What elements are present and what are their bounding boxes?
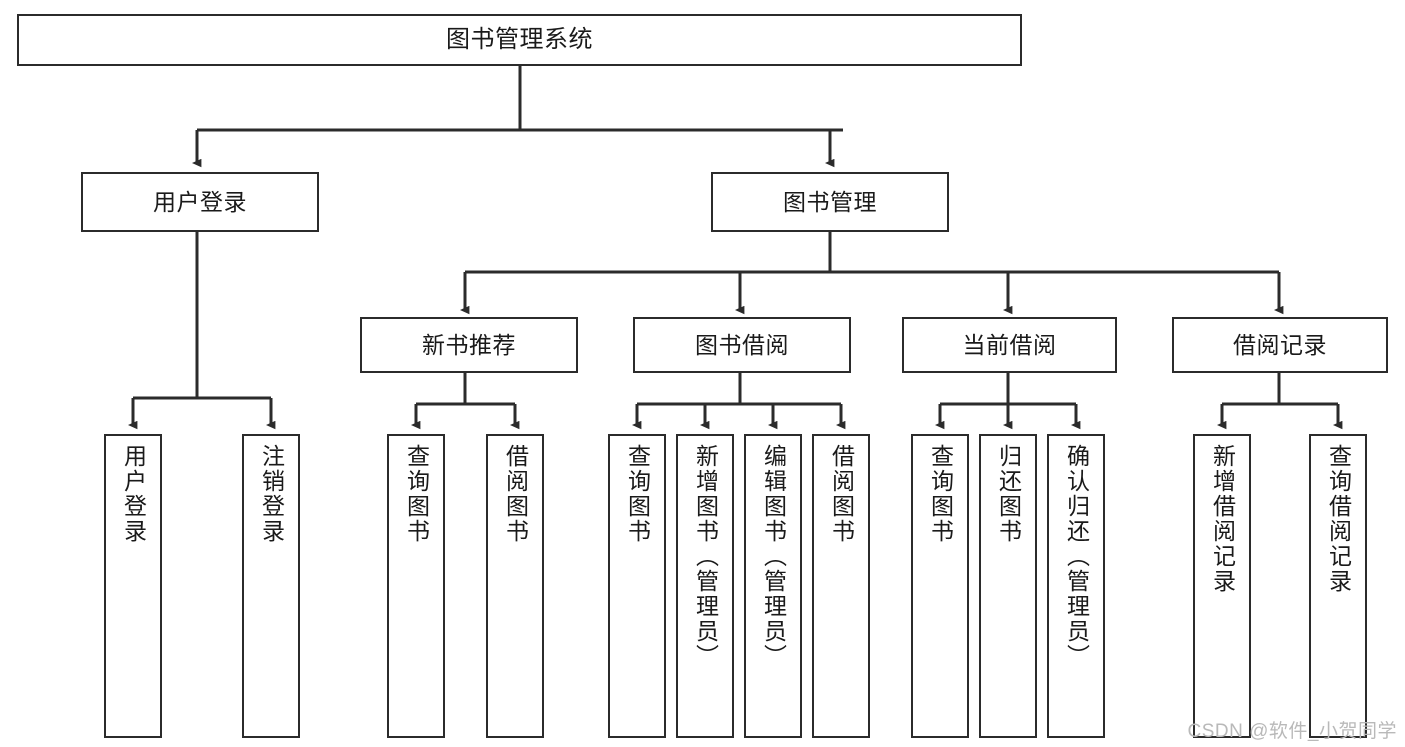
node-label: 注销登录 <box>258 444 285 544</box>
leaf-confirm-return-admin[interactable]: 确认归还（管理员） <box>1047 434 1105 738</box>
node-root-system[interactable]: 图书管理系统 <box>17 14 1022 66</box>
node-label: 新书推荐 <box>422 331 516 358</box>
node-label: 借阅图书 <box>502 444 529 544</box>
node-borrow-record[interactable]: 借阅记录 <box>1172 317 1388 373</box>
leaf-search-borrow-record[interactable]: 查询借阅记录 <box>1309 434 1367 738</box>
node-label: 当前借阅 <box>962 331 1057 358</box>
leaf-edit-book-admin[interactable]: 编辑图书（管理员） <box>744 434 802 738</box>
node-label: 新增借阅记录 <box>1209 444 1236 594</box>
node-user-login[interactable]: 用户登录 <box>81 172 319 232</box>
leaf-add-borrow-record[interactable]: 新增借阅记录 <box>1193 434 1251 738</box>
node-label: 查询借阅记录 <box>1325 444 1352 594</box>
leaf-add-book-admin[interactable]: 新增图书（管理员） <box>676 434 734 738</box>
node-label: 借阅记录 <box>1233 331 1327 358</box>
leaf-return-book[interactable]: 归还图书 <box>979 434 1037 738</box>
node-label: 查询图书 <box>927 444 954 544</box>
node-label: 图书管理系统 <box>446 26 593 54</box>
node-book-management[interactable]: 图书管理 <box>711 172 949 232</box>
leaf-search-book-borrow[interactable]: 查询图书 <box>608 434 666 738</box>
node-label: 查询图书 <box>624 444 651 544</box>
node-label: 图书借阅 <box>695 331 789 358</box>
leaf-search-book-new[interactable]: 查询图书 <box>387 434 445 738</box>
leaf-borrow-book-new[interactable]: 借阅图书 <box>486 434 544 738</box>
leaf-search-book-current[interactable]: 查询图书 <box>911 434 969 738</box>
node-label: 新增图书（管理员） <box>692 444 719 669</box>
node-label: 编辑图书（管理员） <box>760 444 787 669</box>
node-label: 查询图书 <box>403 444 430 544</box>
node-current-borrow[interactable]: 当前借阅 <box>902 317 1117 373</box>
node-label: 用户登录 <box>153 188 247 215</box>
node-book-borrow[interactable]: 图书借阅 <box>633 317 851 373</box>
node-label: 借阅图书 <box>828 444 855 544</box>
watermark-text: CSDN @软件_小贺同学 <box>1187 721 1397 742</box>
node-new-book-recommend[interactable]: 新书推荐 <box>360 317 578 373</box>
node-label: 确认归还（管理员） <box>1063 444 1090 669</box>
node-label: 用户登录 <box>120 444 147 544</box>
node-label: 归还图书 <box>995 444 1022 544</box>
node-label: 图书管理 <box>783 188 877 215</box>
leaf-borrow-book[interactable]: 借阅图书 <box>812 434 870 738</box>
leaf-logout[interactable]: 注销登录 <box>242 434 300 738</box>
leaf-user-login[interactable]: 用户登录 <box>104 434 162 738</box>
